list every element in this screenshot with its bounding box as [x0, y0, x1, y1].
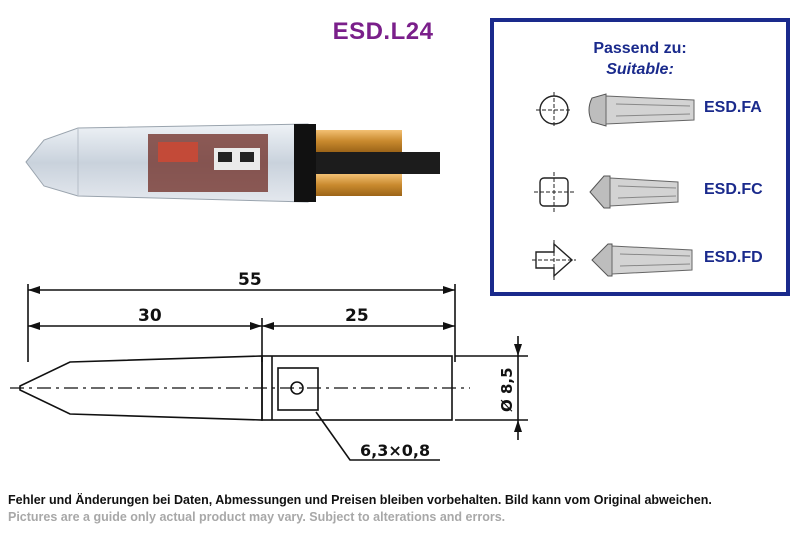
product-photo — [25, 123, 440, 203]
tip-image-fc — [589, 175, 679, 209]
slot-dimension-label: 6,3×0,8 — [360, 441, 430, 460]
tip-image-fa — [588, 93, 695, 127]
suitable-heading: Passend zu: Suitable: — [494, 38, 786, 80]
square-crosshair-icon — [534, 172, 574, 212]
tip-image-fd — [591, 243, 693, 277]
arrow-crosshair-icon — [532, 240, 576, 280]
suitable-panel: Passend zu: Suitable: ESD.FA ESD.FC — [490, 18, 790, 296]
disclaimer: Fehler und Änderungen bei Daten, Abmessu… — [8, 492, 798, 526]
compat-item-esd-fc: ESD.FC — [494, 162, 786, 222]
right-length-label: 25 — [345, 306, 369, 326]
product-title: ESD.L24 — [332, 18, 434, 45]
overall-length-label: 55 — [238, 270, 262, 290]
disclaimer-de: Fehler und Änderungen bei Daten, Abmessu… — [8, 493, 712, 507]
disclaimer-en: Pictures are a guide only actual product… — [8, 510, 506, 524]
suitable-heading-en: Suitable: — [606, 61, 674, 78]
compat-item-esd-fd: ESD.FD — [494, 230, 786, 290]
suitable-heading-de: Passend zu: — [593, 40, 687, 57]
left-length-label: 30 — [138, 306, 162, 326]
compat-item-esd-fa: ESD.FA — [494, 80, 786, 140]
compat-code-fc: ESD.FC — [704, 181, 763, 198]
compat-code-fa: ESD.FA — [704, 99, 762, 116]
technical-drawing: 55 30 25 Ø 8,5 6,3×0,8 — [10, 270, 528, 461]
compat-code-fd: ESD.FD — [704, 249, 763, 266]
diameter-label: Ø 8,5 — [498, 367, 516, 412]
round-crosshair-icon — [536, 92, 572, 128]
